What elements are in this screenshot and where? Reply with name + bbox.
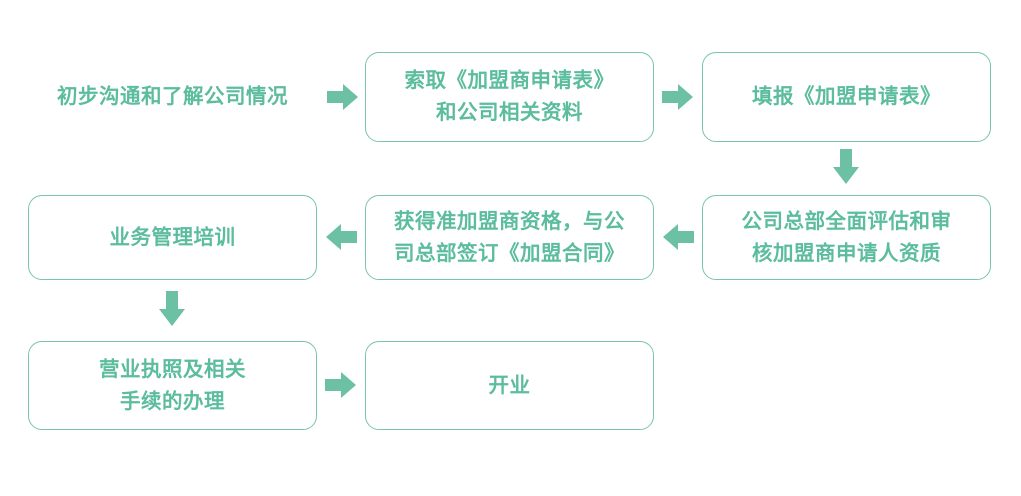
- flow-step-8-text: 开业: [488, 373, 531, 397]
- flow-step-5-text: 获得准加盟商资格，与公 司总部签订《加盟合同》: [394, 209, 625, 265]
- flow-step-4-box[interactable]: 公司总部全面评估和审 核加盟商申请人资质: [702, 195, 991, 280]
- arrow-down-icon-step3-step4: [831, 149, 861, 185]
- flow-step-6-text: 业务管理培训: [109, 225, 236, 249]
- flow-step-1-label: 初步沟通和了解公司情况: [28, 52, 317, 142]
- flow-step-3-text: 填报《加盟申请表》: [752, 85, 941, 109]
- flow-step-5-box[interactable]: 获得准加盟商资格，与公 司总部签订《加盟合同》: [365, 195, 654, 280]
- arrow-right-icon-step1-step2: [327, 82, 359, 112]
- flow-step-2-box[interactable]: 索取《加盟商申请表》 和公司相关资料: [365, 52, 654, 142]
- flow-step-6-box[interactable]: 业务管理培训: [28, 195, 317, 280]
- flow-step-2-text: 索取《加盟商申请表》 和公司相关资料: [404, 69, 615, 124]
- arrow-right-icon-step2-step3: [662, 82, 694, 112]
- arrow-left-icon-step5-step6: [325, 222, 357, 252]
- flow-step-1-text: 初步沟通和了解公司情况: [57, 85, 288, 109]
- flow-step-8-box[interactable]: 开业: [365, 341, 654, 430]
- arrow-right-icon-step7-step8: [325, 370, 357, 400]
- arrow-left-icon-step4-step5: [662, 222, 694, 252]
- flow-step-7-box[interactable]: 营业执照及相关 手续的办理: [28, 341, 317, 430]
- flow-step-3-box[interactable]: 填报《加盟申请表》: [702, 52, 991, 142]
- flow-step-4-text: 公司总部全面评估和审 核加盟商申请人资质: [741, 209, 952, 265]
- arrow-down-icon-step6-step7: [157, 291, 187, 327]
- flow-step-7-text: 营业执照及相关 手续的办理: [99, 357, 246, 413]
